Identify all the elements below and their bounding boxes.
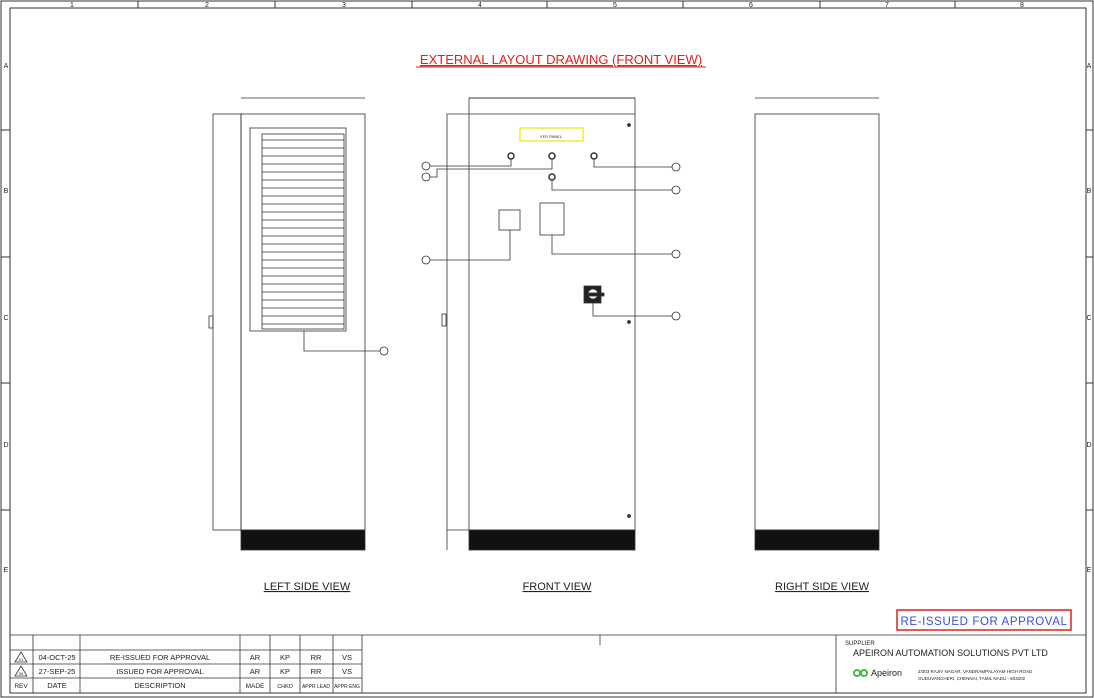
left-side-view: [208, 97, 389, 551]
rev-description: RE-ISSUED FOR APPROVAL: [110, 653, 210, 662]
header-description: DESCRIPTION: [134, 681, 185, 690]
right-side-view: [754, 97, 880, 551]
rev-date: 27-SEP-25: [39, 667, 76, 676]
meter-box: [498, 209, 521, 231]
rev-number: 01: [19, 657, 24, 662]
rev-number: 00: [19, 671, 24, 676]
supplier-label: SUPPLIER: [845, 641, 875, 647]
grid-row-c: C: [3, 315, 8, 322]
header-appr-lead: APPR LEAD: [302, 684, 330, 690]
supplier-address-line2: GUDUVANCHERI, CHENNAI, TAMIL NADU - 6032…: [918, 676, 1026, 681]
left-side-view-label: LEFT SIDE VIEW: [264, 581, 351, 593]
grid-row-a-right: A: [1087, 63, 1092, 70]
rev-appr-eng: VS: [342, 667, 352, 676]
grid-col-7: 7: [885, 2, 889, 9]
grid-col-4: 4: [478, 2, 482, 9]
grid-row-e: E: [4, 567, 9, 574]
rev-appr-lead: RR: [311, 667, 322, 676]
grid-col-2: 2: [205, 2, 209, 9]
grid-row-c-right: C: [1086, 315, 1091, 322]
vfd-panel-label: VFD PANEL: [540, 134, 563, 139]
rev-made: AR: [250, 653, 261, 662]
rev-description: ISSUED FOR APPROVAL: [116, 667, 203, 676]
front-view-label: FRONT VIEW: [523, 581, 592, 593]
grid-col-5: 5: [613, 2, 617, 9]
grid-row-b: B: [4, 188, 9, 195]
drawing-title: EXTERNAL LAYOUT DRAWING (FRONT VIEW): [420, 52, 702, 67]
grid-col-1: 1: [70, 2, 74, 9]
status-stamp-box: [896, 609, 1072, 631]
rev-made: AR: [250, 667, 261, 676]
grid-ticks: [1, 1, 1093, 511]
supplier-logo-text: Apeiron: [871, 668, 902, 678]
header-made: MADE: [246, 683, 265, 690]
header-rev: REV: [14, 683, 28, 690]
vfd-panel-nameplate: [519, 127, 584, 142]
supplier-address-line1: 2/303 RAJIV NAGAR, VANDRAMPALAYAM HIGH R…: [918, 669, 1033, 674]
status-stamp: RE-ISSUED FOR APPROVAL: [901, 616, 1068, 628]
grid-row-d-right: D: [1086, 442, 1091, 449]
right-side-view-label: RIGHT SIDE VIEW: [775, 581, 870, 593]
grid-row-a: A: [4, 63, 9, 70]
rev-appr-eng: VS: [342, 653, 352, 662]
supplier-name: APEIRON AUTOMATION SOLUTIONS PVT LTD: [853, 648, 1048, 658]
grid-col-8: 8: [1020, 2, 1024, 9]
grid-col-3: 3: [342, 2, 346, 9]
grid-row-e-right: E: [1087, 567, 1092, 574]
frame-border: [9, 7, 1087, 694]
header-appr-eng: APPR ENG: [334, 684, 360, 690]
grid-row-d: D: [3, 442, 8, 449]
apeiron-logo-icon: [853, 669, 868, 677]
header-checked: CHKD: [277, 684, 293, 690]
revision-table: [10, 634, 1086, 693]
front-view: [421, 97, 681, 551]
grid-row-b-right: B: [1087, 188, 1092, 195]
rev-appr-lead: RR: [311, 653, 322, 662]
rev-checked: KP: [280, 667, 290, 676]
header-date: DATE: [47, 681, 66, 690]
grid-col-6: 6: [749, 2, 753, 9]
rev-date: 04-OCT-25: [38, 653, 75, 662]
rev-checked: KP: [280, 653, 290, 662]
